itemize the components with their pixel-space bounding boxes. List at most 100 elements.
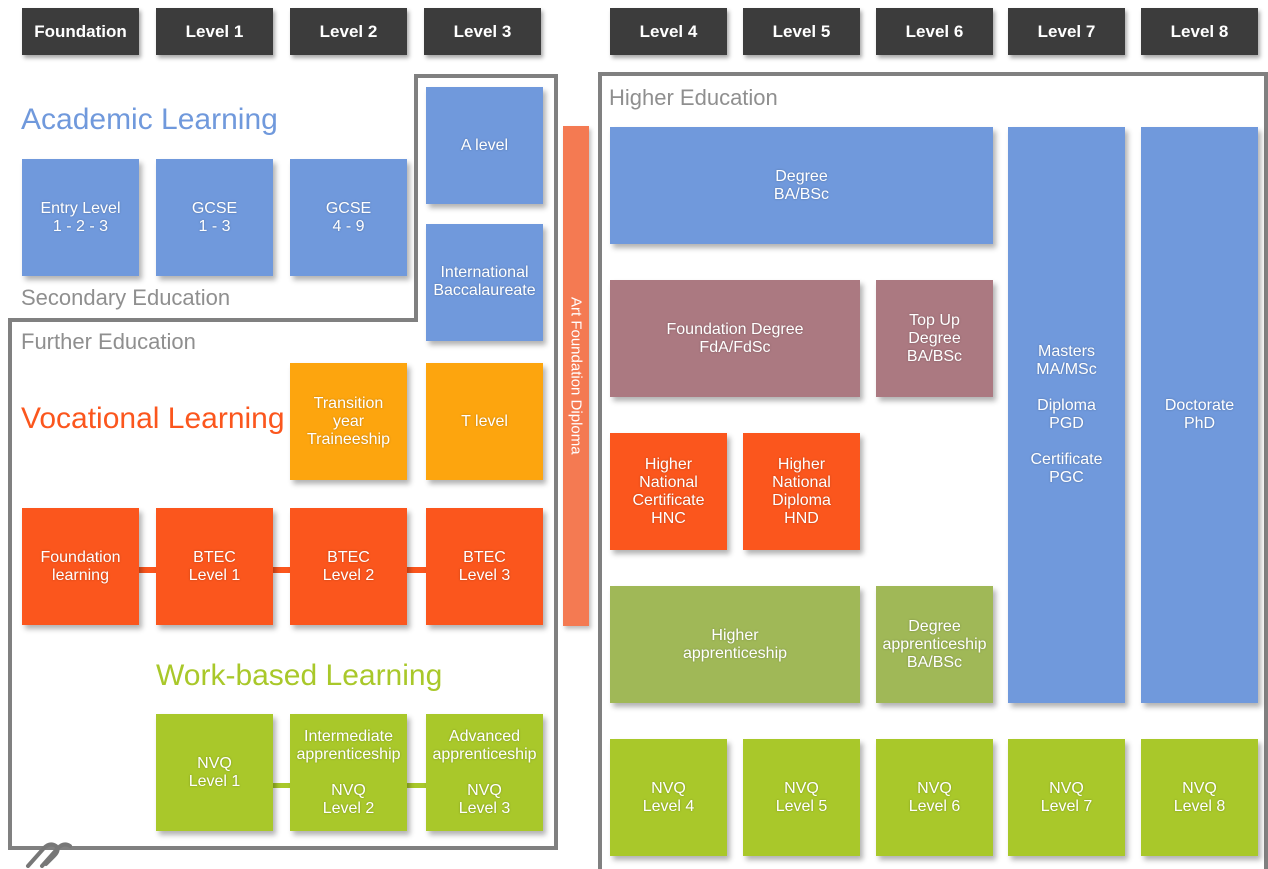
box-line: Top Up	[909, 311, 960, 329]
foundation-degree-box: Foundation Degree FdA/FdSc	[610, 280, 860, 397]
box-line: Higher	[644, 455, 693, 473]
level-header-6: Level 6	[876, 8, 993, 55]
box-line: Level 3	[458, 799, 511, 817]
box-line: Baccalaureate	[433, 282, 536, 299]
box-line: 1 - 3	[198, 217, 231, 235]
level-header-foundation: Foundation	[22, 8, 139, 55]
art-foundation-diploma-label: Art Foundation Diploma	[567, 297, 585, 455]
box-line: NVQ	[784, 779, 819, 797]
box-line: BTEC	[193, 548, 236, 566]
box-line: Entry Level	[40, 199, 121, 217]
box-line: apprenticeship	[882, 635, 987, 653]
hnd-box: Higher National Diploma HND	[743, 433, 860, 550]
box-line: HNC	[651, 509, 686, 527]
box-line: learning	[52, 566, 109, 584]
box-line: Level 7	[1040, 797, 1093, 815]
box-line: GCSE	[191, 199, 238, 217]
level-header-1: Level 1	[156, 8, 273, 55]
masters-box: Masters MA/MSc Diploma PGD Certificate P…	[1008, 127, 1125, 703]
level-header-8: Level 8	[1141, 8, 1258, 55]
international-baccalaureate-box: International Baccalaureate	[426, 224, 543, 341]
nvq-level-8-box: NVQ Level 8	[1141, 739, 1258, 856]
box-line: GCSE	[325, 199, 372, 217]
foundation-learning-box: Foundation learning	[22, 508, 139, 625]
higher-education-label: Higher Education	[609, 85, 778, 110]
box-line: National	[772, 473, 831, 491]
box-line: Certificate	[1030, 451, 1103, 468]
gcse-1-3-box: GCSE 1 - 3	[156, 159, 273, 276]
box-line: Level 1	[188, 566, 241, 584]
transition-year-box: Transition year Traineeship	[290, 363, 407, 480]
box-line: NVQ	[1049, 779, 1084, 797]
box-line: Level 5	[775, 797, 828, 815]
btec-level-2-box: BTEC Level 2	[290, 508, 407, 625]
box-line: Foundation	[40, 548, 121, 566]
t-level-box: T level	[426, 363, 543, 480]
level-header-3: Level 3	[424, 8, 541, 55]
box-line: BA/BSc	[773, 185, 830, 203]
doctorate-box: Doctorate PhD	[1141, 127, 1258, 703]
degree-apprenticeship-box: Degree apprenticeship BA/BSc	[876, 586, 993, 703]
box-line: Diploma	[772, 491, 831, 509]
degree-box: Degree BA/BSc	[610, 127, 993, 244]
box-line: NVQ	[467, 781, 502, 799]
box-line: apprenticeship	[296, 745, 401, 763]
higher-apprenticeship-box: Higher apprenticeship	[610, 586, 860, 703]
nvq-level-4-box: NVQ Level 4	[610, 739, 727, 856]
btec-level-1-box: BTEC Level 1	[156, 508, 273, 625]
box-line: NVQ	[1182, 779, 1217, 797]
vocational-learning-heading: Vocational Learning	[21, 402, 285, 435]
box-line: Level 2	[322, 566, 375, 584]
intermediate-apprenticeship-box: Intermediate apprenticeship NVQ Level 2	[290, 714, 407, 831]
btec-level-3-box: BTEC Level 3	[426, 508, 543, 625]
advanced-apprenticeship-box: Advanced apprenticeship NVQ Level 3	[426, 714, 543, 831]
box-line: Degree	[908, 617, 961, 635]
level-header-7: Level 7	[1008, 8, 1125, 55]
box-line: 4 - 9	[332, 217, 365, 235]
box-line: Level 4	[642, 797, 695, 815]
box-line: BA/BSc	[906, 653, 963, 671]
box-line: PGD	[1049, 415, 1084, 432]
box-line: Masters	[1038, 343, 1095, 360]
hnc-box: Higher National Certificate HNC	[610, 433, 727, 550]
art-foundation-diploma-bar: Art Foundation Diploma	[563, 126, 589, 626]
box-line: 1 - 2 - 3	[52, 217, 109, 235]
box-line: Level 6	[908, 797, 961, 815]
box-line: Higher	[777, 455, 826, 473]
box-line: A level	[460, 136, 509, 154]
box-line: NVQ	[917, 779, 952, 797]
box-line: Intermediate	[304, 727, 393, 745]
box-line: Transition	[313, 394, 384, 412]
box-line: HND	[784, 509, 819, 527]
box-line: NVQ	[331, 781, 366, 799]
box-line: International	[440, 264, 529, 281]
level-header-5: Level 5	[743, 8, 860, 55]
box-line: Higher	[711, 626, 759, 644]
nvq-connector-2	[273, 783, 290, 788]
box-line: Foundation Degree	[666, 320, 804, 338]
box-line: year	[332, 412, 365, 430]
box-line: T level	[461, 412, 508, 430]
box-line: PGC	[1049, 469, 1084, 486]
box-line: FdA/FdSc	[699, 338, 771, 356]
nvq-connector	[407, 783, 426, 788]
entry-level-box: Entry Level 1 - 2 - 3	[22, 159, 139, 276]
box-line: National	[639, 473, 698, 491]
nvq-level-1-box: NVQ Level 1	[156, 714, 273, 831]
box-line: NVQ	[197, 754, 232, 772]
btec-connector	[139, 567, 429, 573]
box-line: Diploma	[1037, 397, 1096, 414]
box-line: Level 1	[188, 772, 241, 790]
box-line: Level 3	[458, 566, 511, 584]
box-line: apprenticeship	[432, 745, 537, 763]
level-header-4: Level 4	[610, 8, 727, 55]
secondary-education-label: Secondary Education	[21, 285, 231, 310]
box-line: Certificate	[632, 491, 705, 509]
box-line: Level 2	[322, 799, 375, 817]
top-up-degree-box: Top Up Degree BA/BSc	[876, 280, 993, 397]
work-based-learning-heading: Work-based Learning	[156, 659, 443, 692]
box-line: Degree	[908, 329, 961, 347]
a-level-box: A level	[426, 87, 543, 204]
academic-learning-heading: Academic Learning	[21, 103, 278, 136]
